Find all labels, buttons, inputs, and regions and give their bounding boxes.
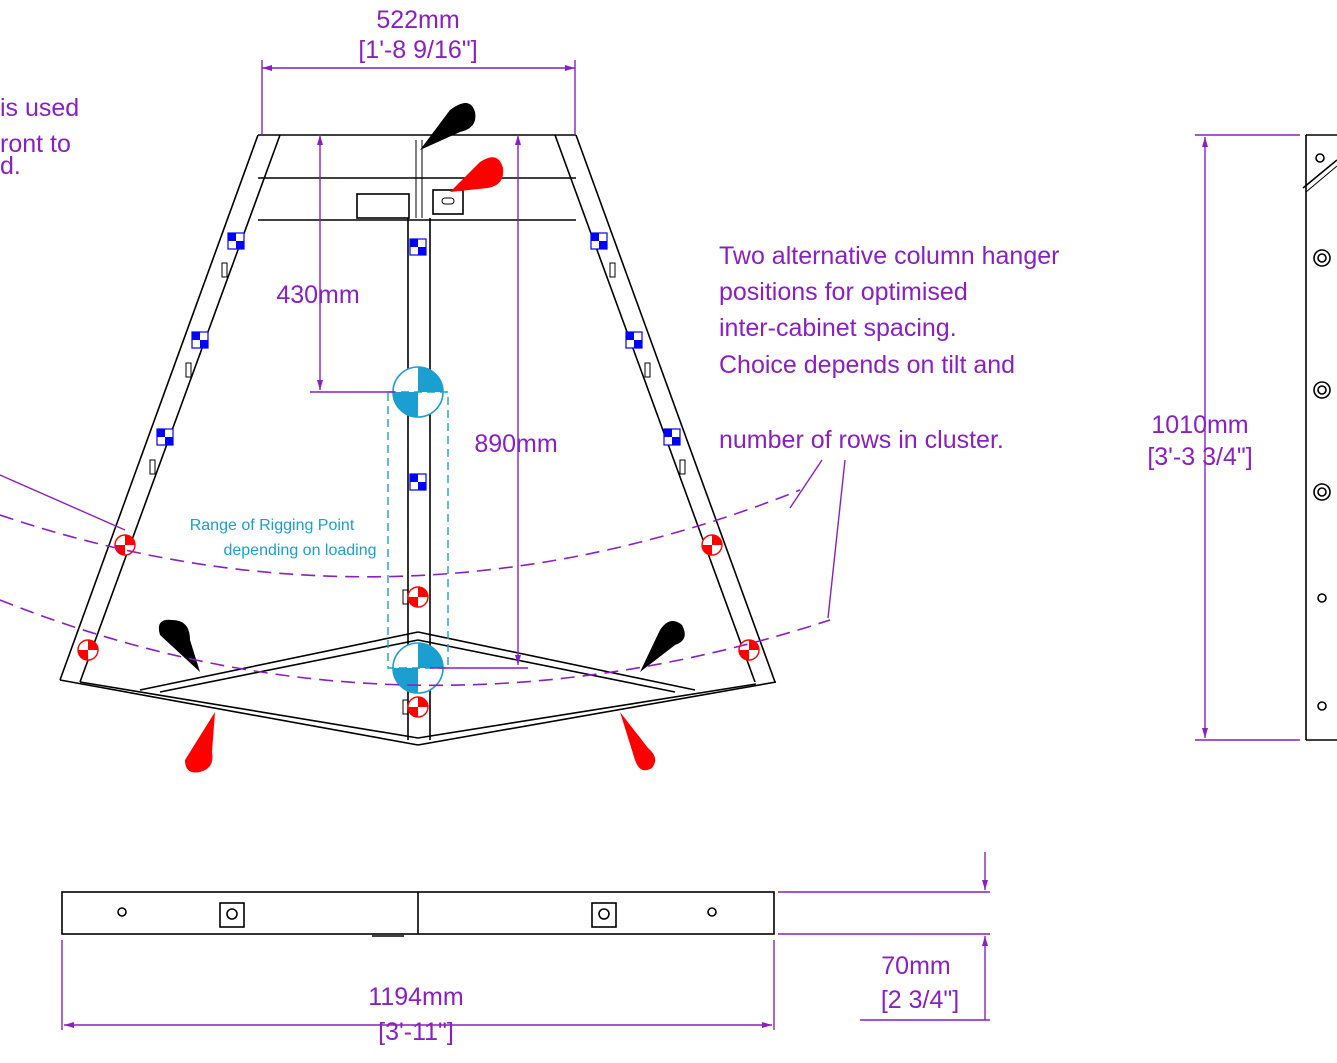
dim-side-height-metric: 1010mm <box>1151 411 1248 439</box>
dim-thickness-imperial: [2 3/4"] <box>881 986 959 1014</box>
dim-side-height-imperial: [3'-3 3/4"] <box>1147 443 1252 471</box>
dim-top-width-metric: 522mm <box>376 6 459 34</box>
front-view <box>59 134 777 746</box>
dim-bottom-length-metric: 1194mm <box>368 983 463 1011</box>
hanger-note-line-5: number of rows in cluster. <box>719 426 1004 454</box>
left-note-line-3: d. <box>0 152 21 180</box>
dim-top-width-imperial: [1'-8 9/16"] <box>358 36 477 64</box>
left-note-line-2: ront to <box>0 130 71 158</box>
dim-total-height: 890mm <box>474 430 557 458</box>
left-note-line-1: is used <box>0 94 79 122</box>
hanger-note-line-1: Two alternative column hanger <box>719 242 1059 270</box>
rigging-range-line-2: depending on loading <box>223 542 376 559</box>
bottom-view <box>61 891 775 937</box>
blue-rigging-markers <box>156 232 681 491</box>
hanger-note-line-3: inter-cabinet spacing. <box>719 314 957 342</box>
dim-bottom-length-imperial: [3'-11"] <box>378 1018 454 1046</box>
dim-inner-height: 430mm <box>276 281 359 309</box>
side-view <box>1302 134 1337 741</box>
pointer-arrows <box>158 102 685 773</box>
rigging-range-line-1: Range of Rigging Point <box>190 517 355 534</box>
dim-thickness-metric: 70mm <box>881 952 950 980</box>
hanger-note-line-2: positions for optimised <box>719 278 968 306</box>
hanger-note-line-4: Choice depends on tilt and <box>719 351 1015 379</box>
